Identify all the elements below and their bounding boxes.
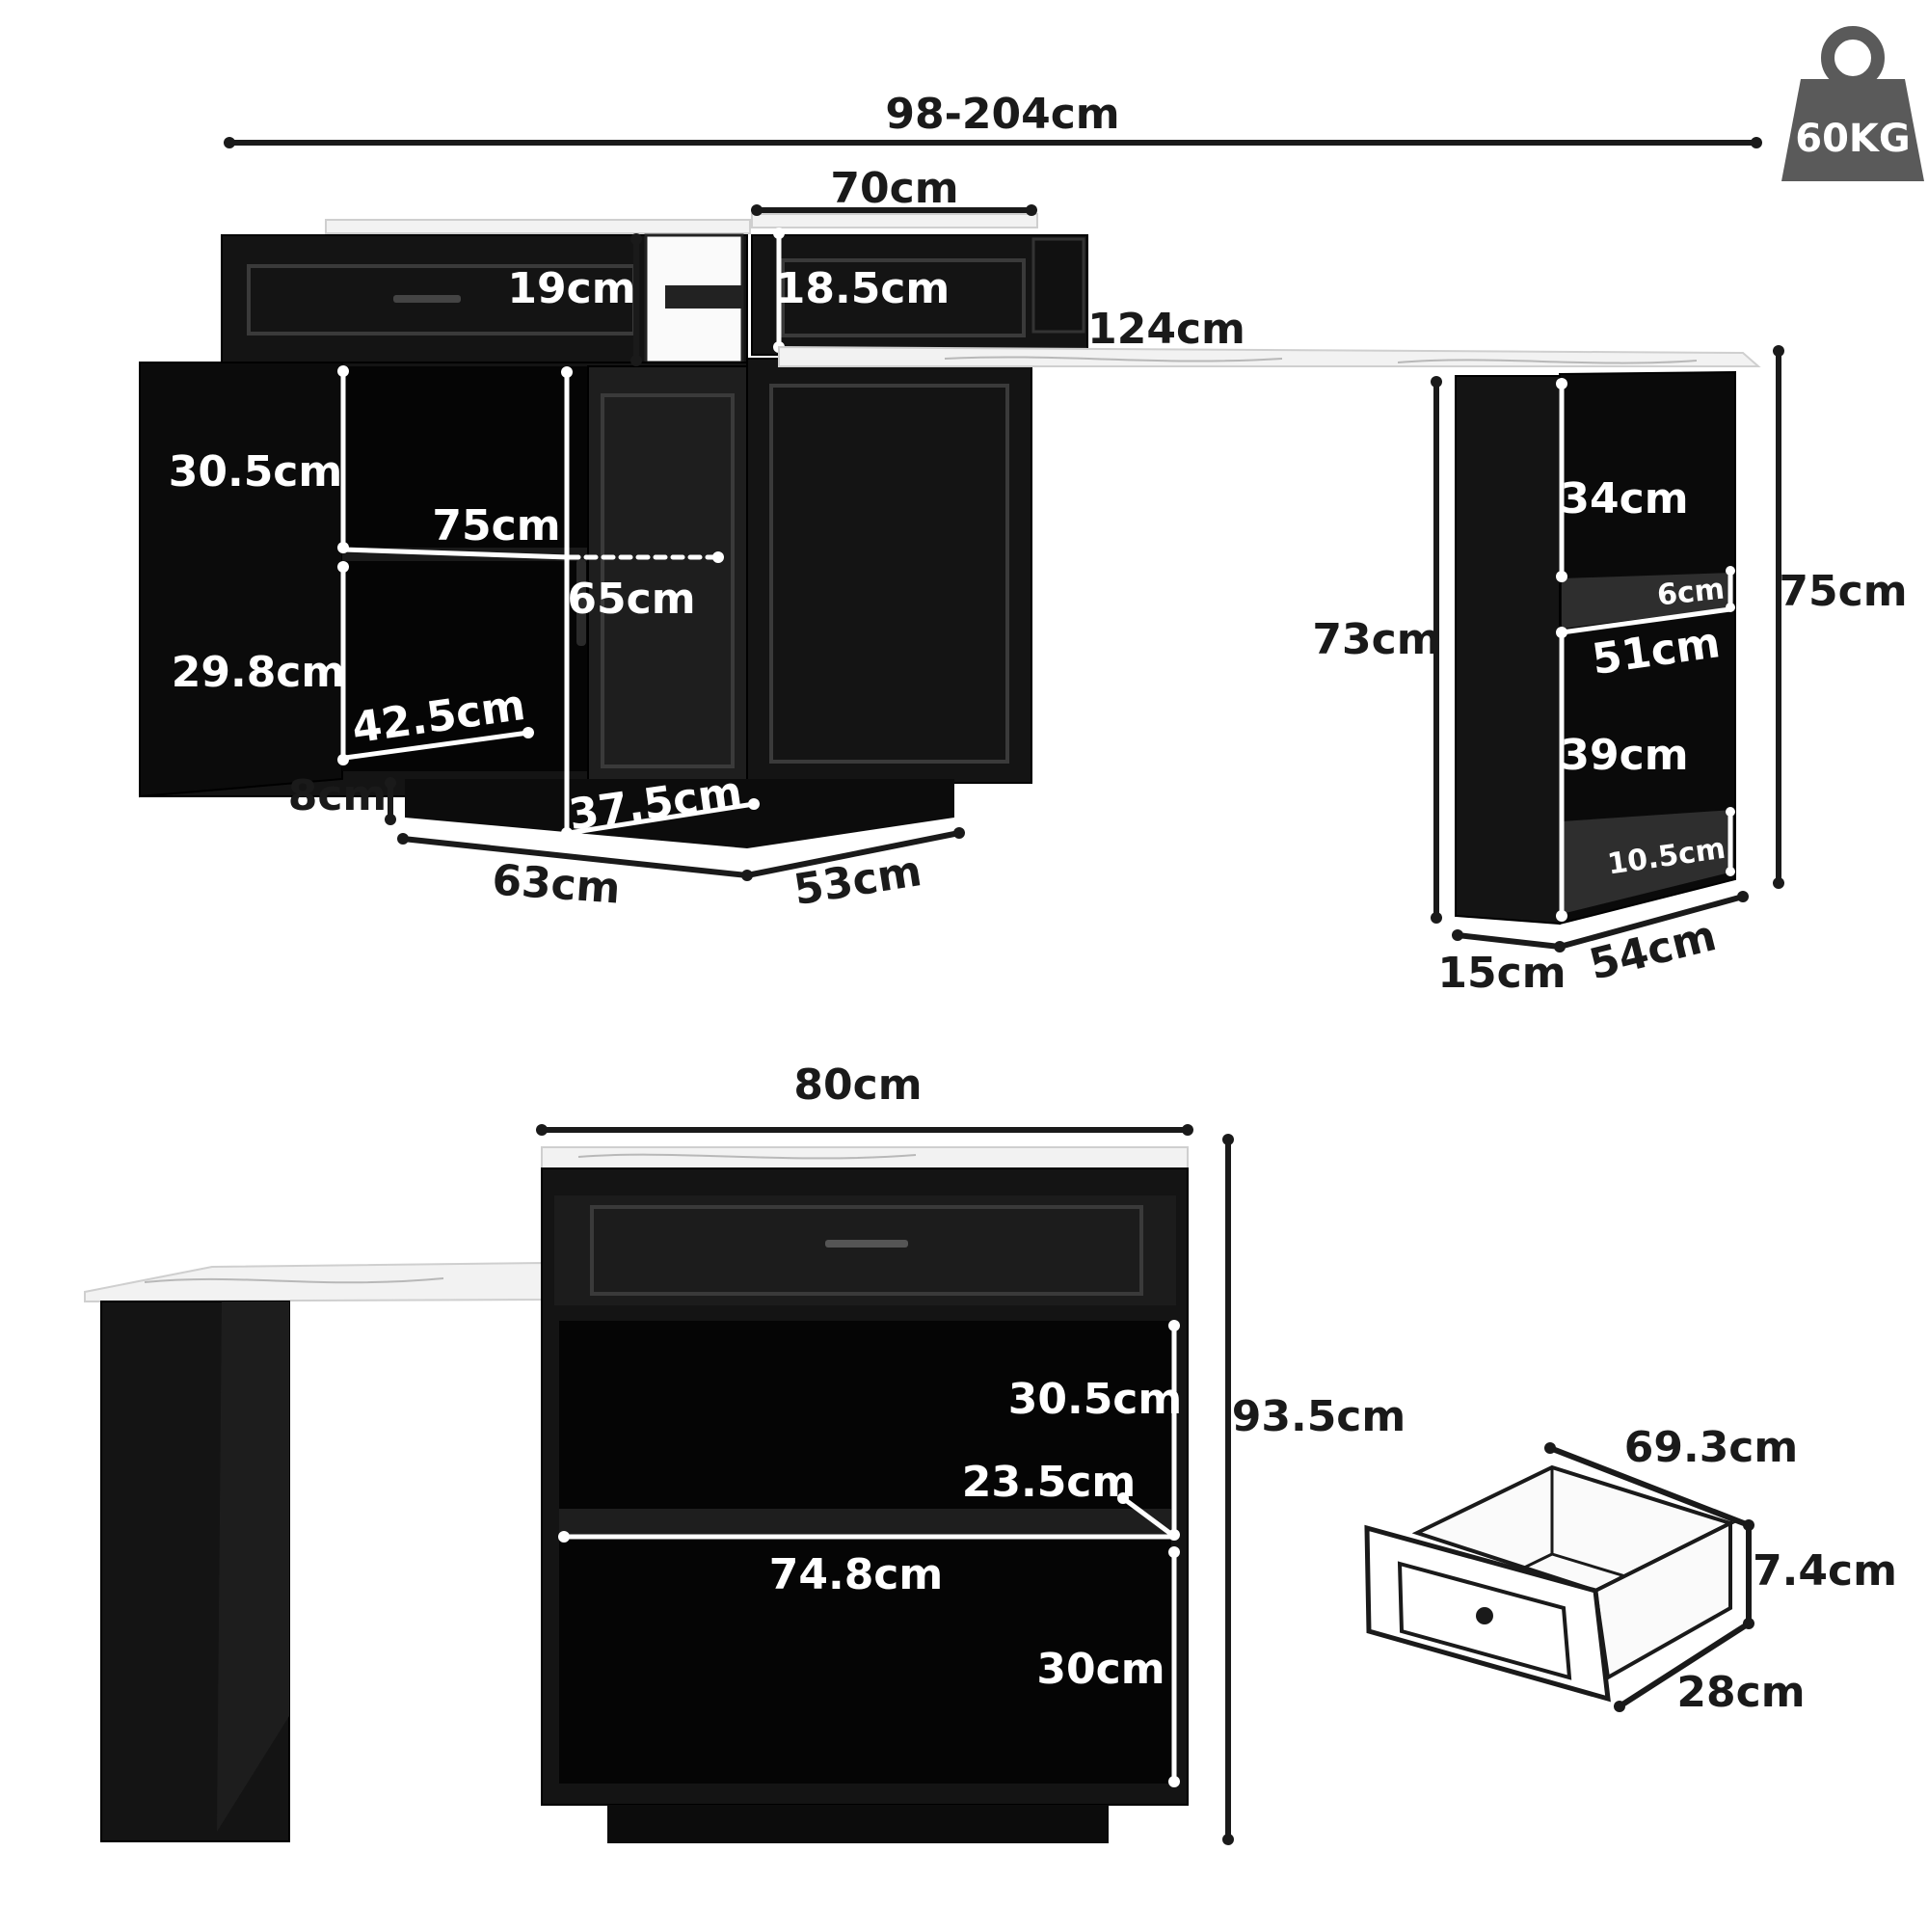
leg-height-label: 73cm (1312, 615, 1440, 664)
weight-label: 60KG (1795, 117, 1911, 161)
front-total-height-label: 93.5cm (1232, 1392, 1406, 1441)
front-lower-shelf-height-label: 30cm (1036, 1645, 1165, 1694)
front-shelf-depth-label: 23.5cm (962, 1458, 1137, 1507)
overall-width-label: 98-204cm (885, 90, 1119, 139)
drawer-knob-icon (1476, 1607, 1493, 1624)
front-top-width-label: 80cm (793, 1060, 922, 1110)
drawer-height-detail-label: 7.4cm (1753, 1546, 1897, 1596)
extension-table (778, 345, 1761, 926)
door-handle (576, 559, 586, 646)
front-view-dimensions: 80cm 93.5cm 30.5cm 23.5cm 74.8cm 30cm (536, 1060, 1406, 1845)
cabinet-width-label: 63cm (491, 855, 622, 913)
front-shelf-width-label: 74.8cm (769, 1550, 944, 1599)
base-height-label: 8cm (288, 771, 388, 820)
leg-shelf-thickness-label: 6cm (1655, 572, 1726, 612)
front-drawer-handle (825, 1240, 908, 1248)
drawer-detail-dimensions: 69.3cm 7.4cm 28cm (1544, 1423, 1897, 1717)
top-view-dimensions: 70cm 19cm 18.5cm 30.5cm 75cm 65cm 29.8cm… (169, 164, 1037, 915)
interior-width-label: 75cm (432, 501, 560, 550)
drawer-width-label: 70cm (830, 164, 958, 213)
extension-length-label: 124cm (1087, 305, 1245, 354)
leg-upper-shelf-height-label: 34cm (1560, 474, 1688, 523)
drawer-height-right-label: 18.5cm (776, 264, 951, 313)
leg-view-dimensions: 124cm 73cm 75cm 34cm 6cm 51cm 39cm 10.5c… (1087, 305, 1907, 998)
top-cabinet (139, 213, 1088, 848)
weight-badge: 60KG (1781, 26, 1924, 181)
front-view (84, 1146, 1189, 1843)
drawer-height-left-label: 19cm (507, 264, 635, 313)
lower-compartment-height-label: 29.8cm (172, 648, 346, 697)
drawer-handle (393, 295, 461, 303)
weight-ring-icon (1821, 26, 1885, 90)
kettlebell-weight-icon (1781, 79, 1924, 181)
drawer-depth-detail-label: 28cm (1676, 1668, 1805, 1717)
leg-panel-thickness-label: 15cm (1437, 949, 1566, 998)
front-upper-shelf-height-label: 30.5cm (1008, 1375, 1183, 1424)
drawer-width-detail-label: 69.3cm (1624, 1423, 1799, 1472)
cabinet-body-height-label: 65cm (567, 575, 695, 624)
leg-lower-shelf-height-label: 39cm (1560, 731, 1688, 780)
drawer-detail (1364, 1464, 1736, 1703)
upper-compartment-height-label: 30.5cm (169, 447, 343, 496)
leg-total-height-label: 75cm (1779, 567, 1907, 616)
cabinet-depth-label: 53cm (790, 846, 925, 915)
open-door (139, 362, 343, 798)
overall-width-dimension: 98-204cm (224, 90, 1762, 148)
